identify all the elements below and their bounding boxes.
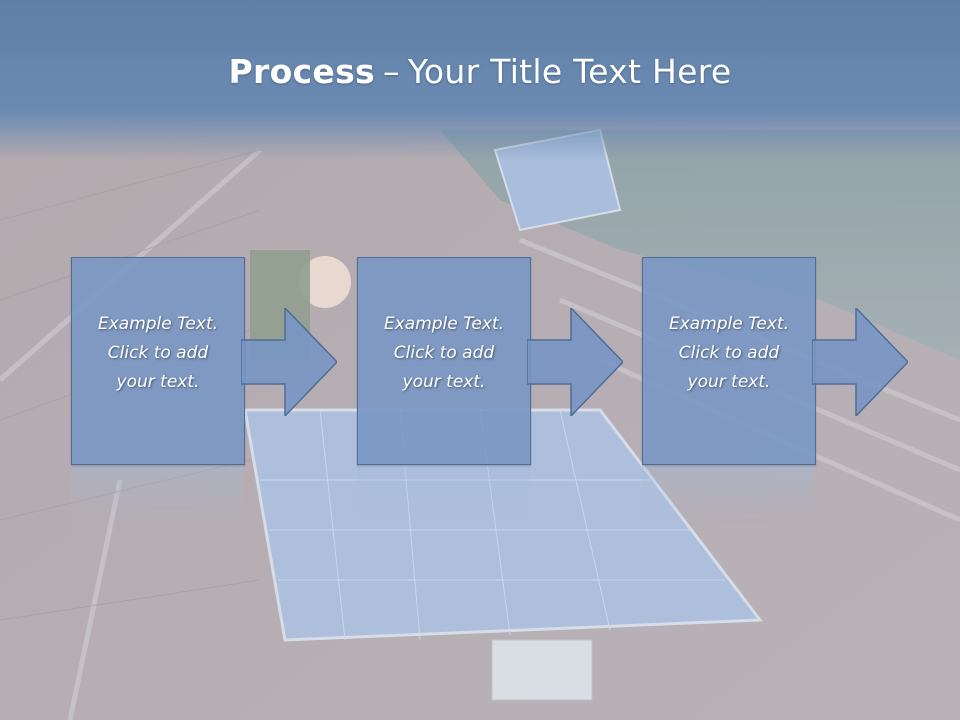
- step-text-line: Example Text.: [97, 314, 219, 334]
- step-reflection: [357, 465, 529, 525]
- title-dash: –: [383, 52, 400, 91]
- step-text-line: your text.: [402, 372, 486, 392]
- title-bold: Process: [228, 52, 375, 91]
- right-arrow-icon: [527, 308, 623, 416]
- step-reflection: [642, 465, 814, 525]
- step-text-line: Example Text.: [383, 314, 505, 334]
- step-box[interactable]: Example Text. Click to add your text.: [357, 257, 531, 465]
- step-text-line: your text.: [116, 372, 200, 392]
- step-text-line: Click to add: [678, 343, 780, 363]
- step-text-line: Example Text.: [668, 314, 790, 334]
- slide-title[interactable]: Process–Your Title Text Here: [0, 52, 960, 91]
- step-text: Example Text. Click to add your text.: [643, 310, 815, 397]
- process-step-2: Example Text. Click to add your text.: [357, 257, 623, 525]
- step-text-line: Click to add: [393, 343, 495, 363]
- title-band: [0, 0, 960, 160]
- process-step-1: Example Text. Click to add your text.: [71, 257, 337, 525]
- step-box[interactable]: Example Text. Click to add your text.: [642, 257, 816, 465]
- step-text-line: Click to add: [107, 343, 209, 363]
- step-reflection: [71, 465, 243, 525]
- process-step-3: Example Text. Click to add your text.: [642, 257, 908, 525]
- step-text: Example Text. Click to add your text.: [358, 310, 530, 397]
- step-box[interactable]: Example Text. Click to add your text.: [71, 257, 245, 465]
- step-text-line: your text.: [687, 372, 771, 392]
- title-rest: Your Title Text Here: [407, 52, 732, 91]
- right-arrow-icon: [812, 308, 908, 416]
- step-text: Example Text. Click to add your text.: [72, 310, 244, 397]
- right-arrow-icon: [241, 308, 337, 416]
